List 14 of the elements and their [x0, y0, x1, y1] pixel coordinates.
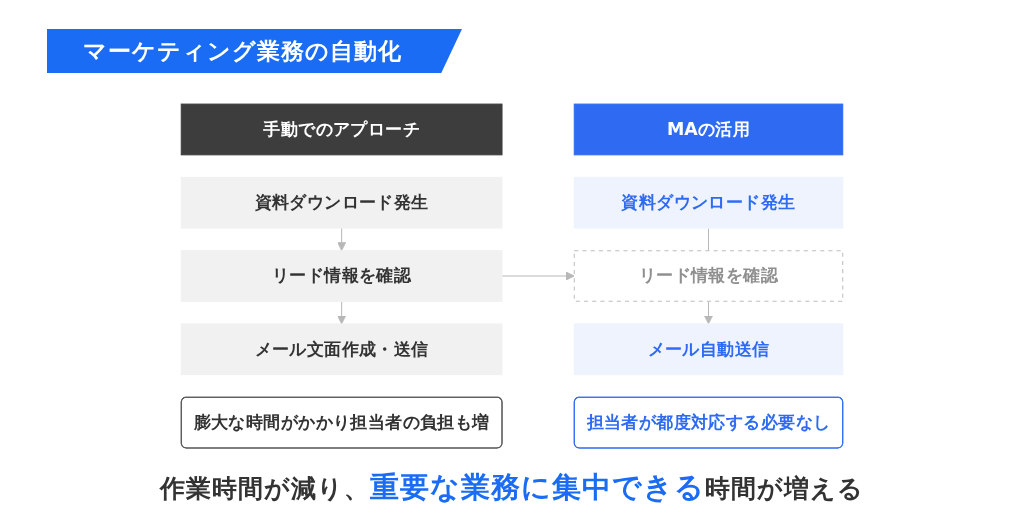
title-banner: マーケティング業務の自動化	[47, 29, 462, 73]
node-box: 資料ダウンロード発生	[573, 176, 844, 229]
arrow	[337, 300, 347, 325]
node-box: 資料ダウンロード発生	[180, 176, 503, 229]
node-box: リード情報を確認	[180, 250, 503, 302]
node-box: 手動でのアプローチ	[180, 103, 503, 156]
node-box: MAの活用	[573, 103, 844, 156]
caption: 作業時間が減り、重要な業務に集中できる時間が増える	[158, 469, 865, 506]
node-box: メール文面作成・送信	[180, 323, 503, 376]
arrow	[704, 300, 713, 325]
arrow	[337, 227, 347, 252]
connector	[708, 227, 709, 252]
node-box: リード情報を確認	[573, 250, 844, 302]
node-box: メール自動送信	[573, 323, 844, 376]
